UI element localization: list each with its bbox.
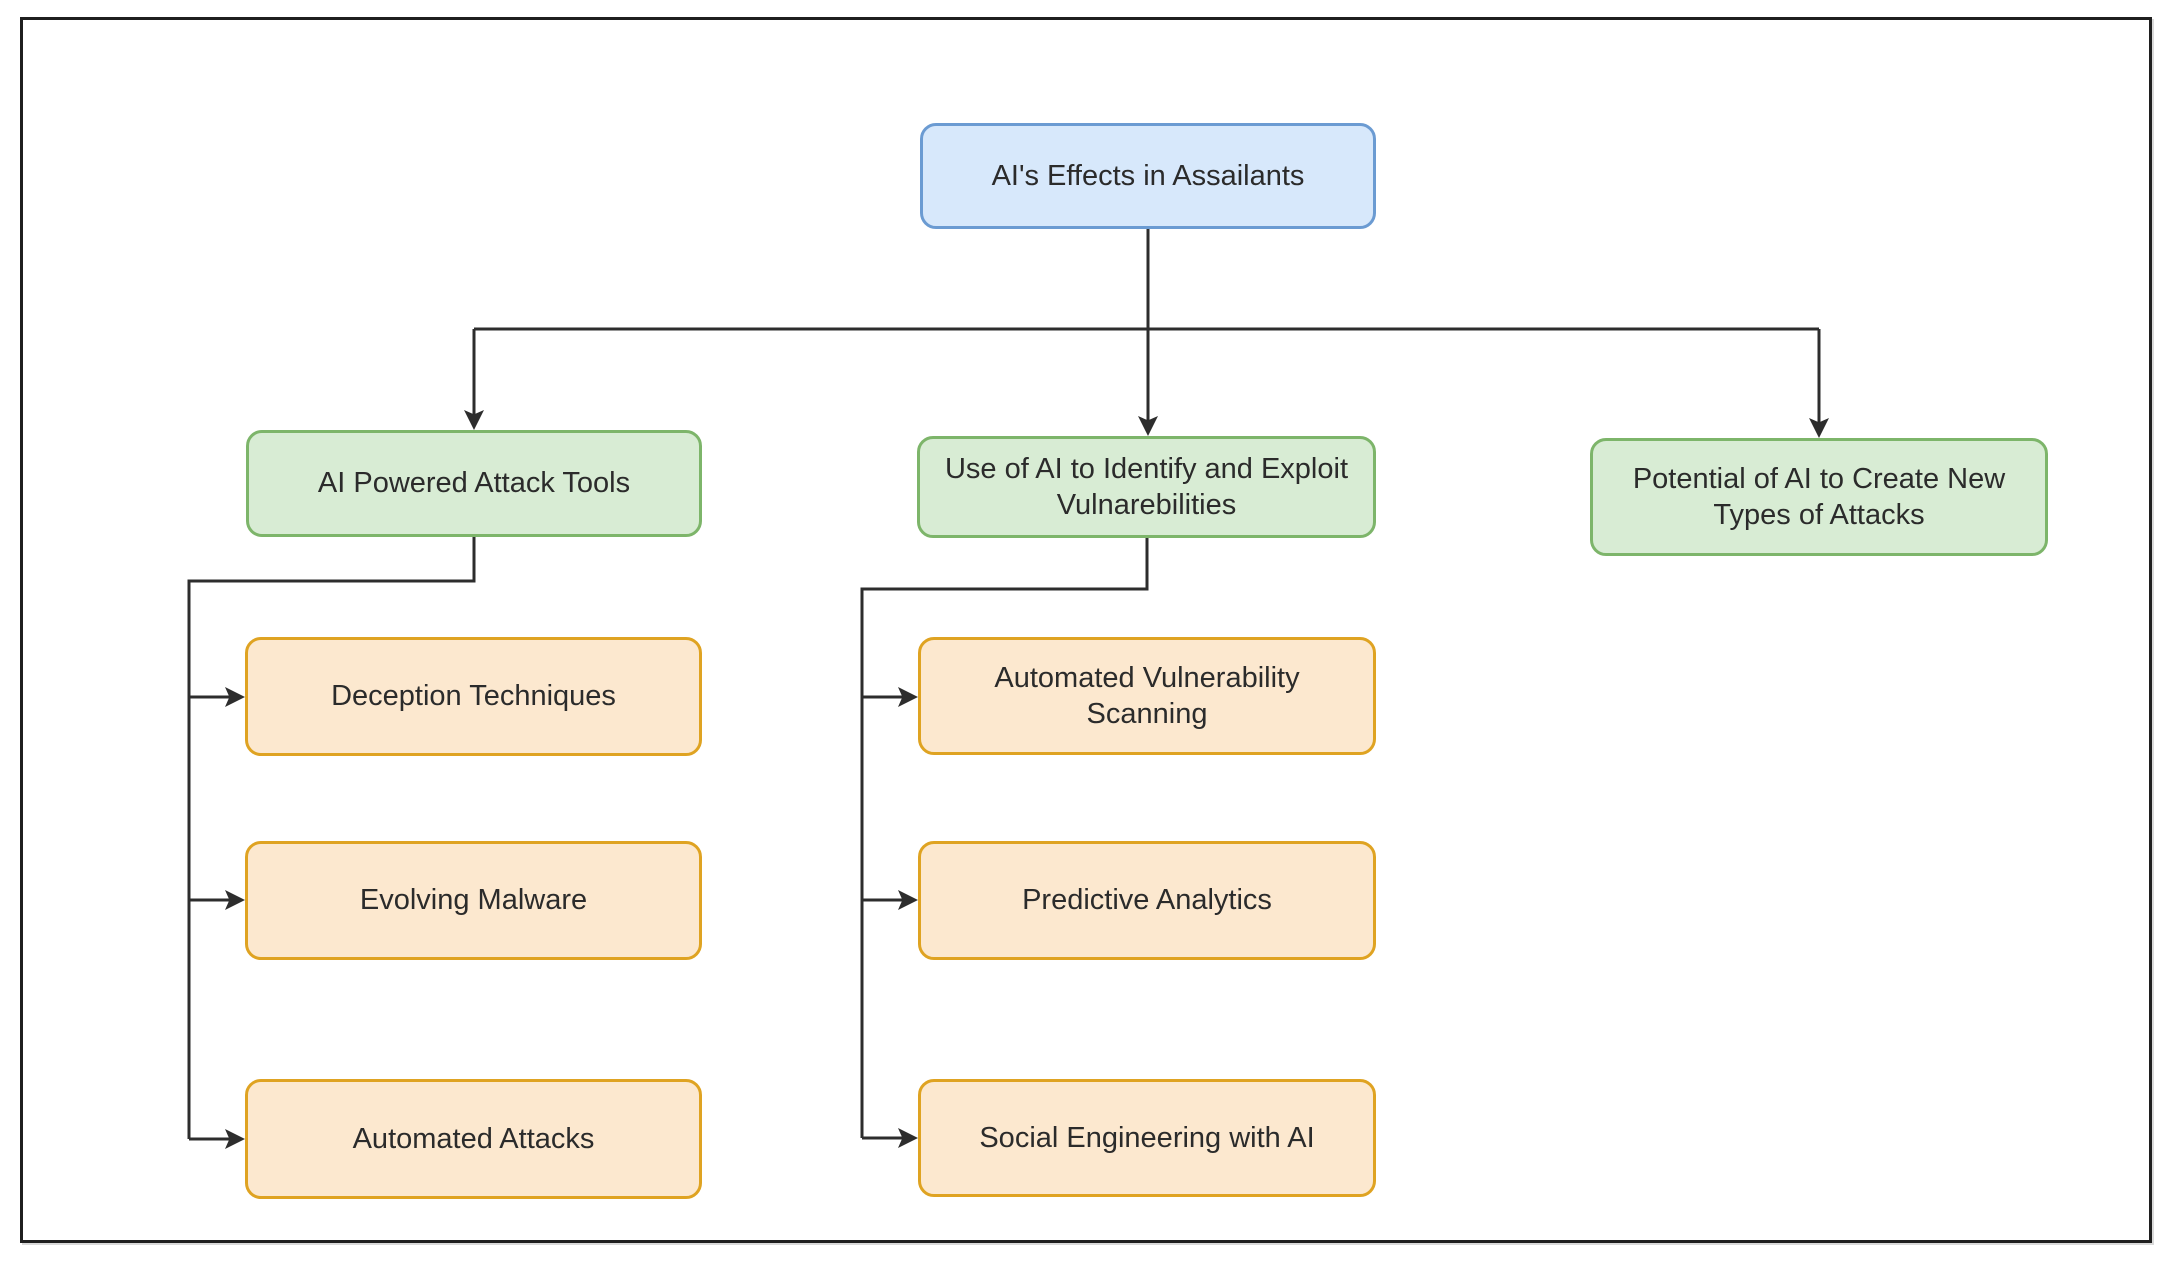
node-leaf-automated-vulnerability-scanning: Automated Vulnerability Scanning (918, 637, 1376, 755)
node-leaf-label: Evolving Malware (359, 884, 588, 917)
node-leaf-label: Predictive Analytics (1022, 884, 1272, 917)
node-leaf-label: Automated Vulnerability Scanning (994, 661, 1300, 730)
node-leaf-deception-techniques: Deception Techniques (245, 637, 702, 756)
node-branch-label: Use of AI to Identify and Exploit Vulnar… (944, 452, 1348, 521)
node-branch-use-of-ai-identify-exploit: Use of AI to Identify and Exploit Vulnar… (917, 436, 1376, 538)
node-leaf-label: Automated Attacks (352, 1122, 595, 1155)
node-leaf-evolving-malware: Evolving Malware (245, 841, 702, 960)
node-leaf-automated-attacks: Automated Attacks (245, 1079, 702, 1199)
node-leaf-label: Deception Techniques (331, 680, 616, 713)
node-leaf-social-engineering-with-ai: Social Engineering with AI (918, 1079, 1376, 1197)
connector-left-trunk (187, 537, 476, 1139)
diagram-frame (20, 17, 2152, 1243)
node-branch-ai-powered-attack-tools: AI Powered Attack Tools (246, 430, 702, 537)
connector-middle-trunk (860, 538, 1149, 1138)
node-root: AI's Effects in Assailants (920, 123, 1376, 229)
node-branch-label: AI Powered Attack Tools (317, 467, 631, 500)
node-branch-potential-new-attacks: Potential of AI to Create New Types of A… (1590, 438, 2048, 556)
node-leaf-predictive-analytics: Predictive Analytics (918, 841, 1376, 960)
node-leaf-label: Social Engineering with AI (979, 1121, 1315, 1154)
node-branch-label: Potential of AI to Create New Types of A… (1632, 462, 2006, 531)
node-root-label: AI's Effects in Assailants (991, 159, 1305, 192)
